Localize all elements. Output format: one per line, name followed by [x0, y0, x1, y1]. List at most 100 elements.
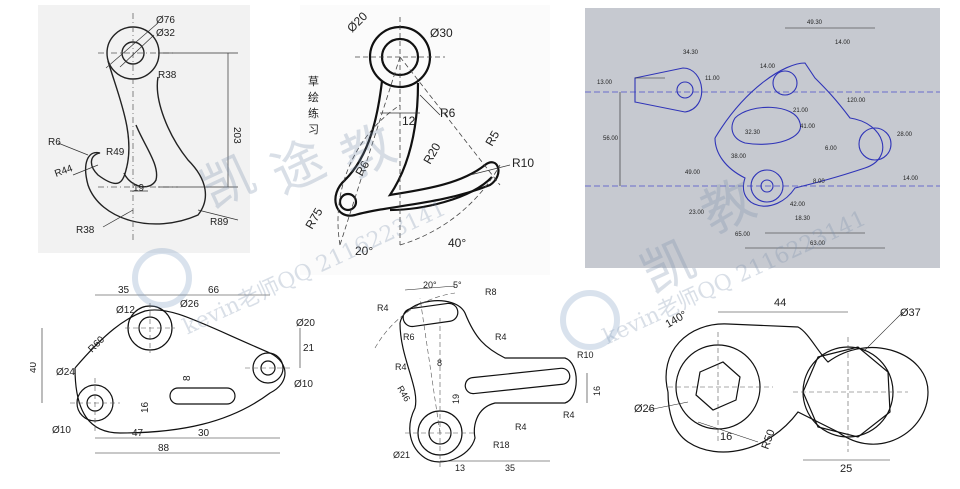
cad-label-20: 65.00	[735, 232, 751, 238]
lever-label-10: R10	[577, 350, 594, 360]
hook-sketch-drawing: Ø20 Ø30 12 R6 R20 R5 R10 R6 R75 20° 40° …	[302, 9, 534, 258]
cad-sketch-drawing: 49.30 34.30 14.00 13.00 11.00 14.00 120.…	[585, 20, 940, 249]
lever-label-17: 35	[505, 463, 515, 473]
cad-label-19: 18.30	[795, 216, 811, 222]
wrench-label-5: R50	[760, 428, 778, 451]
hook-drawing: Ø76 Ø32 R38 203 R6 R44 R49 19 R38 R89	[48, 13, 242, 240]
bracket-label-6: 21	[303, 343, 315, 354]
hook-label-8: R38	[76, 225, 95, 236]
bracket-label-12: Ø10	[52, 425, 71, 436]
sketch-label-10: 40°	[448, 236, 466, 250]
lever-label-12: R4	[563, 410, 575, 420]
cad-label-15: 49.00	[685, 170, 701, 176]
wrench-label-2: Ø37	[900, 307, 921, 319]
bracket-label-0: 35	[118, 285, 130, 296]
lever-label-9: 19	[451, 394, 461, 404]
hook-label-6: R49	[106, 147, 125, 158]
sketch-label-2: 12	[402, 114, 416, 128]
cad-label-2: 14.00	[835, 40, 851, 46]
lever-label-6: 8	[437, 358, 442, 368]
sketch-label-5: R5	[482, 128, 502, 149]
cad-label-0: 49.30	[807, 20, 823, 26]
hook-label-3: 203	[231, 127, 242, 144]
bracket-drawing-panel: 35 66 Ø12 Ø26 Ø20 R60 21 40 Ø24 8 Ø10 16…	[30, 283, 330, 463]
sketch-caption-1: 绘	[308, 90, 319, 104]
cad-label-1: 34.30	[683, 50, 699, 56]
sketch-label-4: R20	[420, 140, 443, 166]
cad-label-6: 120.00	[847, 98, 866, 104]
lever-label-7: R4	[395, 362, 407, 372]
cad-label-11: 56.00	[603, 136, 619, 142]
sketch-small-hole	[338, 192, 358, 212]
sketch-caption-3: 习	[308, 124, 319, 136]
cad-label-3: 13.00	[597, 80, 613, 86]
hook-label-9: R89	[210, 217, 229, 228]
cad-sketch-panel: 49.30 34.30 14.00 13.00 11.00 14.00 120.…	[585, 8, 940, 268]
wrench-drawing: 44 140° Ø37 Ø26 16 R50 25	[634, 297, 929, 474]
lever-label-8: R46	[395, 384, 412, 403]
sketch-label-8: R75	[302, 205, 325, 231]
cad-label-13: 38.00	[731, 154, 747, 160]
cad-label-18: 42.00	[790, 202, 806, 208]
sketch-label-0: Ø20	[344, 9, 370, 35]
cad-label-21: 63.00	[810, 241, 826, 247]
lever-label-1: 5°	[453, 280, 462, 290]
bracket-label-15: 88	[158, 443, 170, 454]
cad-label-14: 14.00	[903, 176, 919, 182]
bracket-label-9: 8	[182, 375, 193, 381]
lever-label-13: Ø21	[393, 450, 410, 460]
sketch-hook-outline	[334, 80, 500, 217]
cad-label-5: 14.00	[760, 64, 776, 70]
lever-label-2: R8	[485, 287, 497, 297]
cad-label-17: 23.00	[689, 210, 705, 216]
wrench-label-1: 140°	[664, 309, 690, 331]
bracket-label-10: Ø10	[294, 379, 313, 390]
lever-label-3: R4	[377, 303, 389, 313]
bracket-drawing: 35 66 Ø12 Ø26 Ø20 R60 21 40 Ø24 8 Ø10 16…	[30, 285, 315, 454]
wrench-label-3: Ø26	[634, 403, 655, 415]
wrench-outline	[665, 323, 929, 453]
hook-label-1: Ø32	[156, 28, 175, 39]
lever-label-15: R4	[515, 422, 527, 432]
wrench-drawing-panel: 44 140° Ø37 Ø26 16 R50 25	[628, 292, 950, 474]
sketch-label-7: R6	[352, 158, 372, 179]
lever-label-4: R6	[403, 332, 415, 342]
bracket-label-7: 40	[30, 361, 39, 373]
lever-drawing: 20° 5° R8 R4 R6 R4 8 R4 R46 19 R10 16 R4…	[374, 280, 602, 473]
lever-label-0: 20°	[423, 280, 437, 290]
lever-label-14: R18	[493, 440, 510, 450]
bracket-label-4: Ø20	[296, 318, 315, 329]
wrench-label-6: 25	[840, 463, 852, 474]
sketch-caption-2: 练	[308, 106, 319, 120]
bracket-label-14: 30	[198, 428, 210, 439]
hook-label-0: Ø76	[156, 15, 175, 26]
sketch-label-6: R10	[512, 156, 534, 170]
hook-label-2: R38	[158, 70, 177, 81]
lever-label-5: R4	[495, 332, 507, 342]
cad-label-8: 32.30	[745, 130, 761, 136]
sketch-caption-0: 草	[308, 75, 319, 88]
bracket-label-3: Ø26	[180, 299, 199, 310]
bracket-label-2: Ø12	[116, 305, 135, 316]
hook-inner-curve	[123, 124, 158, 188]
sketch-label-9: 20°	[355, 244, 373, 258]
cad-left-lobe	[634, 67, 703, 113]
bracket-label-11: 16	[140, 401, 151, 413]
watermark-logo-left	[132, 248, 192, 308]
sketch-label-1: Ø30	[430, 26, 453, 40]
cad-label-10: 28.00	[897, 132, 913, 138]
hook-sketch-panel: Ø20 Ø30 12 R6 R20 R5 R10 R6 R75 20° 40° …	[300, 5, 550, 275]
lever-label-11: 16	[592, 386, 602, 396]
bracket-label-1: 66	[208, 285, 220, 296]
cad-label-9: 41.00	[800, 124, 816, 130]
bracket-label-8: Ø24	[56, 367, 75, 378]
hook-label-4: R6	[48, 137, 61, 148]
sketch-label-3: R6	[440, 106, 456, 120]
hook-label-7: 19	[133, 183, 145, 194]
bracket-label-13: 47	[132, 428, 144, 439]
wrench-label-4: 16	[720, 431, 732, 443]
cad-label-16: 8.00	[813, 179, 825, 185]
hook-label-5: R44	[53, 163, 74, 180]
bracket-outline	[74, 309, 286, 434]
cad-label-4: 11.00	[705, 76, 720, 82]
